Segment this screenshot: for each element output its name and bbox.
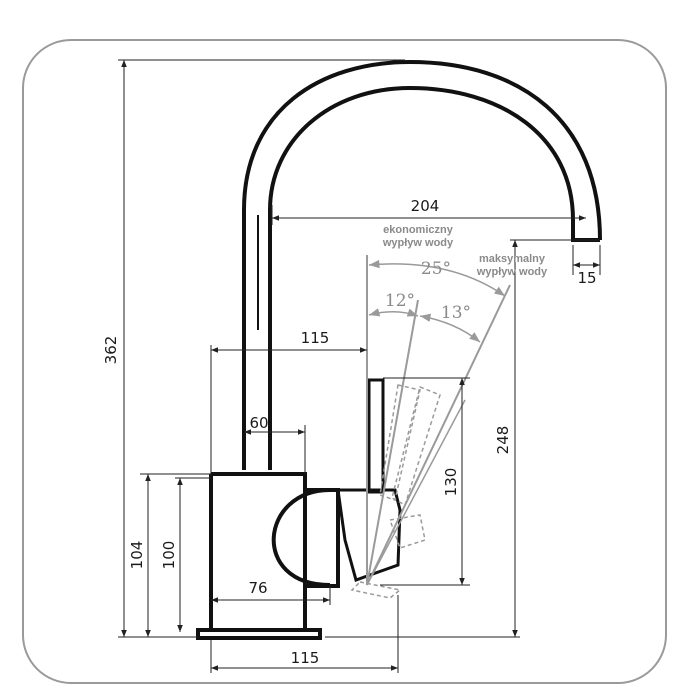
dim-pipe-offset: 60 [249,414,268,432]
faucet-outline [196,59,602,640]
spout-inner [268,85,575,470]
handle-block [336,488,402,582]
angle-economic-label: 25° [421,259,451,279]
drawing-frame [22,39,667,684]
angle-rays [366,255,511,586]
dimension-lines [118,59,601,673]
cartridge-housing [303,488,340,588]
angle-first-label: 12° [385,291,415,311]
dome-cartridge [271,488,331,587]
angle-arc-13 [419,313,481,343]
dim-handle-height: 130 [442,468,460,497]
dim-body-to-handle: 115 [301,329,330,347]
base-plate [196,628,322,640]
dim-outlet-height: 248 [494,426,512,455]
dim-dome-width: 76 [248,579,267,597]
dim-bottom-width: 115 [291,649,320,667]
angle-arc-12 [368,308,419,317]
angle-arc-25 [368,259,506,297]
spout-outer [242,59,602,470]
faucet-body [209,472,307,632]
note-maximal-line2: wypływ wody [476,266,548,278]
spout-tip [571,220,600,242]
angle-second-label: 13° [441,303,471,323]
note-economic-line1: ekonomiczny [383,224,454,236]
dim-base-height: 104 [128,541,146,570]
dim-spout-reach: 204 [411,197,440,215]
dim-total-height: 362 [102,336,120,365]
lever [367,378,385,494]
dim-body-height: 100 [160,541,178,570]
note-economic-line2: wypływ wody [382,237,454,249]
dim-spout-end: 15 [577,269,596,287]
note-maximal-line1: maksymalny [479,253,546,265]
